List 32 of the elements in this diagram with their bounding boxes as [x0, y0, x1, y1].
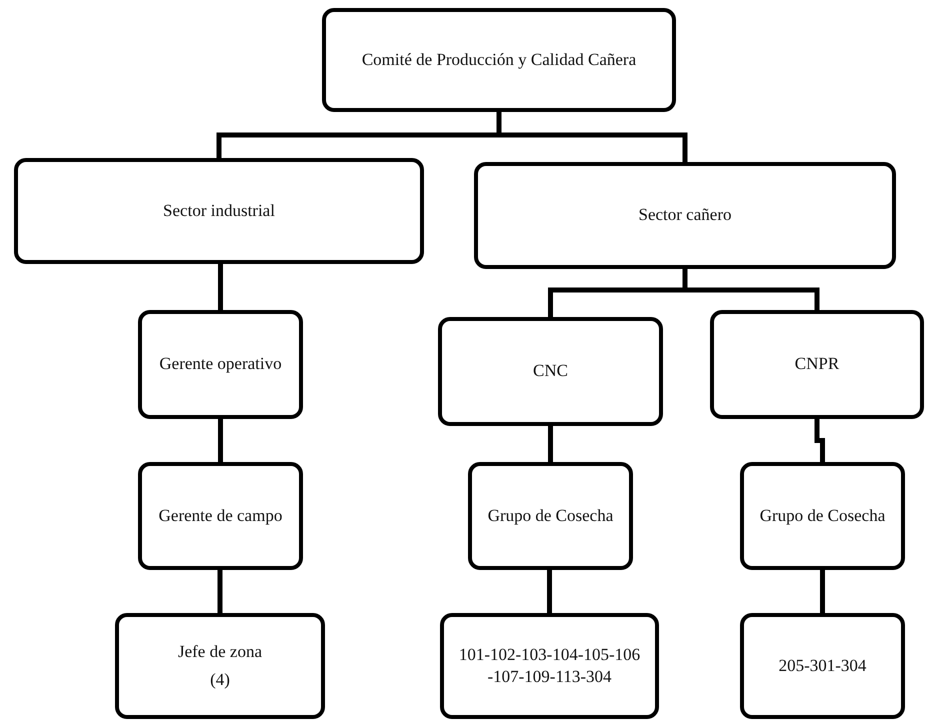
box-text: CNPR — [794, 353, 840, 376]
connector-line — [548, 426, 553, 462]
box-text: Gerente de campo — [158, 504, 282, 527]
box-text: Sector cañero — [638, 204, 732, 226]
connector-line — [218, 570, 222, 613]
box-text: CNC — [533, 360, 568, 382]
org-box — [740, 462, 905, 570]
org-box — [440, 613, 659, 719]
box-text: Sector industrial — [163, 200, 275, 222]
box-text: Grupo de Cosecha — [488, 504, 614, 527]
org-box — [438, 317, 663, 426]
box-text: Jefe de zona — [178, 640, 262, 663]
org-box — [138, 310, 303, 419]
box-text: Grupo de Cosecha — [760, 504, 886, 527]
box-text: Comité de Producción y Calidad Cañera — [362, 48, 636, 71]
org-box — [474, 162, 896, 269]
box-text: 101-102-103-104-105-106-107-109-113-304 — [458, 644, 641, 688]
box-text: 205-301-304 — [778, 654, 866, 677]
connector-line — [218, 419, 223, 462]
connector-line — [218, 264, 223, 310]
org-box — [115, 613, 325, 719]
connector-line — [547, 570, 552, 613]
box-text: Gerente operativo — [159, 353, 282, 376]
org-box — [322, 8, 676, 112]
connector-line — [820, 570, 825, 613]
org-box — [138, 462, 303, 570]
org-box — [14, 158, 424, 264]
box-text: (4) — [210, 669, 230, 691]
connector-line — [814, 419, 825, 462]
org-box — [710, 310, 924, 419]
org-box — [740, 613, 905, 719]
org-box — [468, 462, 633, 570]
